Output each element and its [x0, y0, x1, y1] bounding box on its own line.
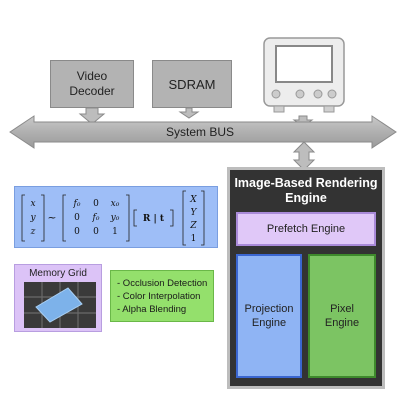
prefetch-engine: Prefetch Engine — [236, 212, 376, 246]
bus-connectors — [9, 107, 397, 171]
world-Y: Y — [191, 208, 198, 218]
projection-engine: Projection Engine — [236, 254, 302, 378]
sdram-arrow — [178, 107, 200, 119]
features-box: - Occlusion Detection - Color Interpolat… — [110, 270, 214, 322]
memory-grid-label: Memory Grid — [29, 268, 87, 279]
k-00: f₀ — [73, 199, 81, 209]
k-12: y₀ — [110, 213, 120, 223]
feature-item: - Occlusion Detection — [117, 278, 208, 289]
engine-bus-arrow — [292, 141, 316, 171]
system-bus-arrow — [9, 115, 397, 149]
pixel-engine: Pixel Engine — [308, 254, 376, 378]
monitor-icon — [263, 37, 345, 113]
video-decoder-arrow — [78, 107, 106, 125]
lhs-x: x — [30, 199, 35, 209]
k-10: 0 — [74, 213, 80, 223]
video-decoder-block: Video Decoder — [50, 60, 134, 108]
feature-item: - Color Interpolation — [117, 291, 201, 302]
world-1: 1 — [191, 234, 197, 244]
sdram-block: SDRAM — [152, 60, 232, 108]
k-02: x₀ — [111, 199, 120, 209]
projected-quad — [35, 287, 83, 323]
feature-item: - Alpha Blending — [117, 304, 187, 315]
extrinsic-rt: R | t — [143, 214, 165, 224]
equation-svg: x y z ~ f₀ 0 x₀ 0 f₀ y₀ 0 0 1 R | t X Y … — [21, 190, 205, 246]
world-Z: Z — [189, 221, 197, 231]
tilde: ~ — [47, 211, 56, 224]
world-X: X — [189, 195, 197, 205]
k-22: 1 — [112, 227, 118, 237]
lhs-z: z — [30, 227, 36, 237]
k-11: f₀ — [92, 213, 100, 223]
k-01: 0 — [93, 199, 99, 209]
projection-equation: x y z ~ f₀ 0 x₀ 0 f₀ y₀ 0 0 1 R | t X Y … — [14, 186, 218, 248]
ibr-engine: Image-Based Rendering Engine Prefetch En… — [227, 167, 385, 389]
memory-grid-box: Memory Grid — [14, 264, 102, 332]
ibr-engine-inner: Image-Based Rendering Engine Prefetch En… — [230, 170, 382, 386]
memory-grid-graphic — [24, 282, 96, 328]
k-20: 0 — [74, 227, 80, 237]
k-21: 0 — [93, 227, 99, 237]
lhs-y: y — [29, 213, 36, 223]
system-bus-label: System BUS — [165, 125, 234, 139]
ibr-engine-title: Image-Based Rendering Engine — [234, 176, 378, 205]
